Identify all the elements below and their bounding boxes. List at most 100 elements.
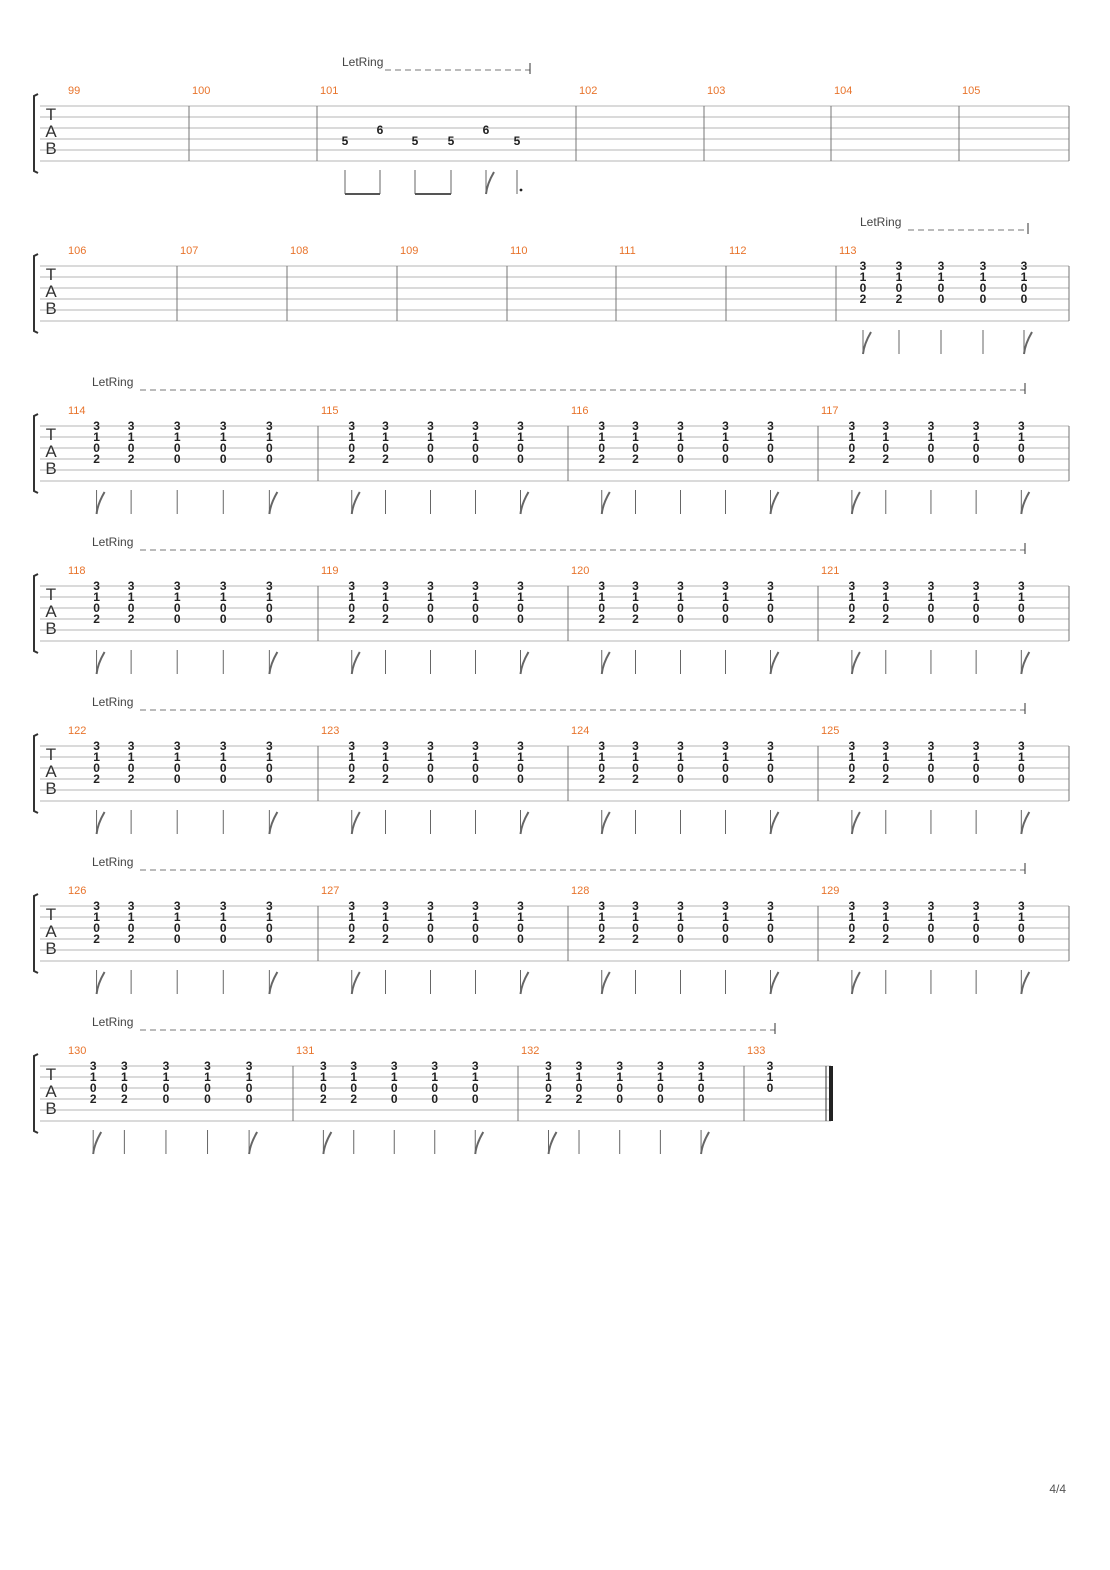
fret-number: 0 xyxy=(632,601,639,615)
fret-number: 5 xyxy=(342,134,349,148)
fret-number: 2 xyxy=(348,772,355,786)
fret-number: 6 xyxy=(377,123,384,137)
fret-number: 1 xyxy=(882,750,889,764)
fret-number: 1 xyxy=(598,750,605,764)
fret-number: 0 xyxy=(174,601,181,615)
let-ring-label: LetRing xyxy=(92,855,133,869)
fret-number: 2 xyxy=(849,452,856,466)
fret-number: 1 xyxy=(973,590,980,604)
fret-number: 0 xyxy=(767,612,774,626)
fret-number: 3 xyxy=(973,899,980,913)
fret-number: 0 xyxy=(1018,921,1025,935)
fret-number: 1 xyxy=(657,1070,664,1084)
fret-number: 3 xyxy=(163,1059,170,1073)
fret-number: 1 xyxy=(93,430,100,444)
measure-number: 114 xyxy=(68,405,86,417)
fret-number: 0 xyxy=(722,772,729,786)
fret-number: 1 xyxy=(860,270,867,284)
fret-number: 2 xyxy=(93,772,100,786)
tab-clef-letter: B xyxy=(45,619,56,638)
fret-number: 0 xyxy=(767,601,774,615)
fret-number: 0 xyxy=(174,932,181,946)
fret-number: 3 xyxy=(128,739,135,753)
fret-number: 0 xyxy=(128,601,135,615)
system-bracket xyxy=(33,733,39,814)
fret-number: 0 xyxy=(266,601,273,615)
fret-number: 2 xyxy=(882,452,889,466)
fret-number: 0 xyxy=(93,601,100,615)
fret-number: 0 xyxy=(93,761,100,775)
measure-number: 121 xyxy=(821,565,839,577)
fret-number: 3 xyxy=(348,899,355,913)
fret-number: 2 xyxy=(121,1092,128,1106)
fret-number: 0 xyxy=(973,452,980,466)
fret-number: 3 xyxy=(849,899,856,913)
fret-number: 0 xyxy=(1018,452,1025,466)
fret-number: 1 xyxy=(767,750,774,764)
fret-number: 0 xyxy=(427,772,434,786)
fret-number: 3 xyxy=(980,259,987,273)
fret-number: 3 xyxy=(632,579,639,593)
fret-number: 1 xyxy=(382,590,389,604)
note-flag xyxy=(769,971,780,995)
fret-number: 0 xyxy=(348,441,355,455)
note-flag xyxy=(850,491,861,515)
measure-number: 115 xyxy=(321,405,339,417)
fret-number: 6 xyxy=(483,123,490,137)
fret-number: 0 xyxy=(1018,761,1025,775)
fret-number: 1 xyxy=(722,750,729,764)
fret-number: 0 xyxy=(1018,772,1025,786)
fret-number: 1 xyxy=(767,910,774,924)
fret-number: 3 xyxy=(93,579,100,593)
fret-number: 0 xyxy=(472,601,479,615)
fret-number: 3 xyxy=(382,579,389,593)
fret-number: 0 xyxy=(382,761,389,775)
fret-number: 0 xyxy=(938,292,945,306)
fret-number: 3 xyxy=(93,739,100,753)
fret-number: 3 xyxy=(767,579,774,593)
fret-number: 0 xyxy=(320,1081,327,1095)
fret-number: 2 xyxy=(93,932,100,946)
fret-number: 1 xyxy=(382,430,389,444)
fret-number: 3 xyxy=(93,899,100,913)
fret-number: 1 xyxy=(348,590,355,604)
fret-number: 1 xyxy=(90,1070,97,1084)
fret-number: 1 xyxy=(348,750,355,764)
fret-number: 3 xyxy=(266,419,273,433)
fret-number: 3 xyxy=(973,419,980,433)
fret-number: 5 xyxy=(448,134,455,148)
fret-number: 0 xyxy=(472,1092,479,1106)
fret-number: 0 xyxy=(882,921,889,935)
fret-number: 1 xyxy=(973,750,980,764)
fret-number: 3 xyxy=(722,899,729,913)
note-flag xyxy=(92,1131,103,1155)
fret-number: 0 xyxy=(174,612,181,626)
fret-number: 0 xyxy=(677,772,684,786)
fret-number: 3 xyxy=(128,899,135,913)
fret-number: 1 xyxy=(121,1070,128,1084)
fret-number: 2 xyxy=(382,452,389,466)
fret-number: 3 xyxy=(1018,419,1025,433)
fret-number: 3 xyxy=(174,419,181,433)
fret-number: 3 xyxy=(220,419,227,433)
let-ring-label: LetRing xyxy=(92,1015,133,1029)
note-flag xyxy=(268,971,279,995)
fret-number: 1 xyxy=(517,750,524,764)
fret-number: 1 xyxy=(266,750,273,764)
fret-number: 3 xyxy=(632,419,639,433)
fret-number: 1 xyxy=(1021,270,1028,284)
tab-clef-letter: B xyxy=(45,939,56,958)
fret-number: 0 xyxy=(722,932,729,946)
fret-number: 1 xyxy=(767,1070,774,1084)
fret-number: 3 xyxy=(220,739,227,753)
fret-number: 1 xyxy=(849,430,856,444)
fret-number: 0 xyxy=(1018,601,1025,615)
measure-number: 123 xyxy=(321,725,339,737)
note-flag xyxy=(268,811,279,835)
measure-number: 101 xyxy=(320,85,338,97)
fret-number: 2 xyxy=(545,1092,552,1106)
fret-number: 1 xyxy=(320,1070,327,1084)
fret-number: 1 xyxy=(391,1070,398,1084)
